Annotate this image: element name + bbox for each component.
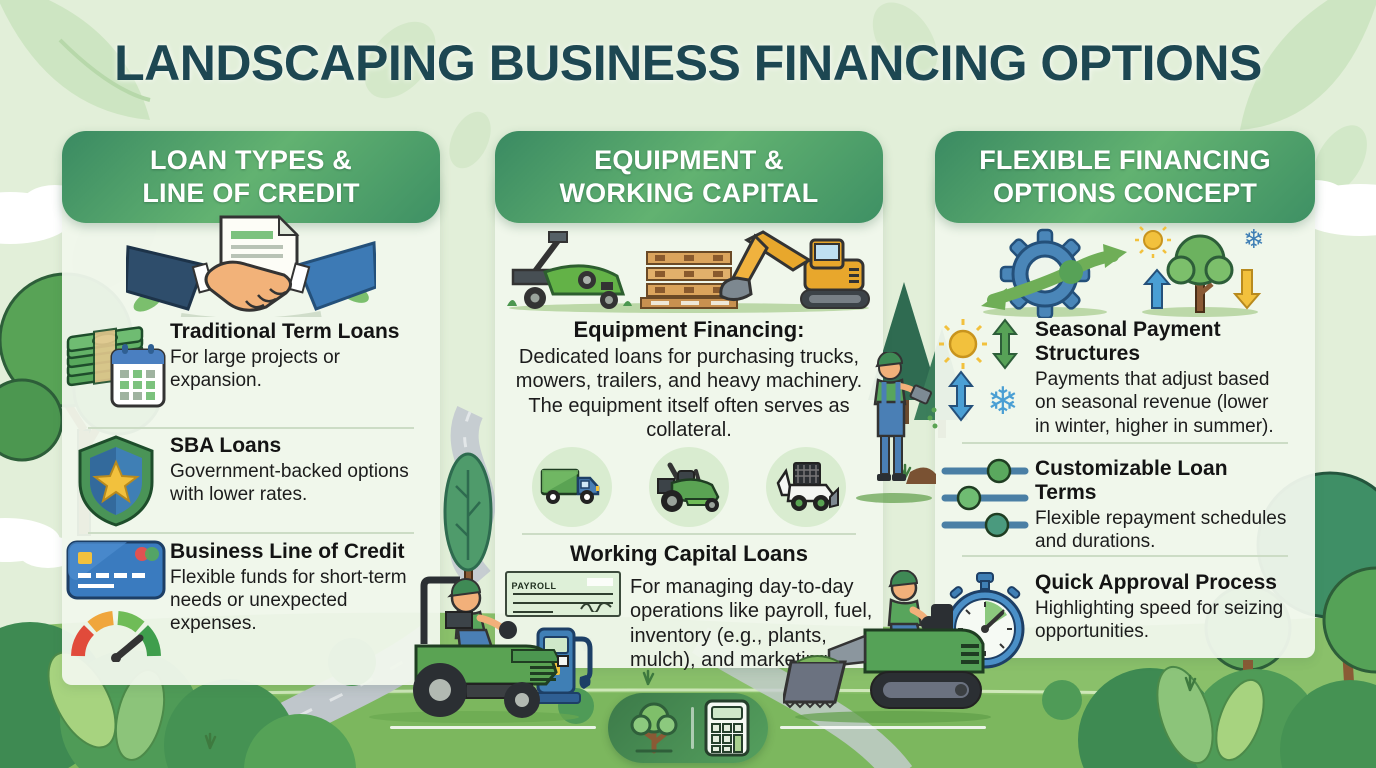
sun-icon (1135, 226, 1171, 258)
divider (522, 533, 856, 535)
item-desc: Government-backed options with lower rat… (170, 461, 409, 506)
footer-badge (608, 693, 768, 763)
header-line: OPTIONS CONCEPT (992, 178, 1258, 208)
item-business-line-of-credit: Business Line of Credit Flexible funds f… (62, 540, 440, 662)
pallet-stack (640, 251, 738, 309)
section-desc: For managing day-to-day operations like … (630, 576, 873, 672)
item-seasonal-payment: ❄ Seasonal Payment Structures Payments t… (935, 318, 1315, 438)
credit-card-gauge-icon (62, 540, 170, 662)
section-title: Working Capital Loans (570, 541, 808, 566)
rider-mower-worker-illustration (369, 576, 579, 723)
track-loader-worker-illustration (783, 570, 991, 723)
equipment-header: EQUIPMENT & WORKING CAPITAL (495, 131, 883, 223)
loan-types-header: LOAN TYPES & LINE OF CREDIT (62, 131, 440, 223)
gear-arrows-seasonal-tree-icon: ❄ (981, 226, 1265, 318)
credit-card-icon (66, 540, 166, 600)
divider (961, 555, 1289, 557)
mower-pallet-excavator-icon (507, 230, 870, 313)
check-line (512, 602, 613, 604)
item-desc: For large projects or expansion. (170, 347, 341, 392)
truck-icon (532, 447, 612, 527)
sun-snowflake-arrows-icon: ❄ (935, 318, 1035, 438)
up-arrow-icon (1142, 268, 1172, 309)
gauge-icon (71, 611, 161, 662)
calculator-icon (704, 699, 749, 757)
divider (88, 427, 414, 429)
sliders-icon (935, 457, 1035, 554)
tree-icon (1166, 234, 1234, 313)
shield-star-icon (62, 434, 170, 528)
tree-icon (630, 702, 677, 754)
divider (88, 532, 414, 534)
header-line: EQUIPMENT & (594, 145, 784, 176)
cash-stack-calendar-icon (62, 320, 170, 412)
item-title: Quick Approval Process (1035, 571, 1277, 594)
item-desc: Payments that adjust based on seasonal r… (1035, 369, 1274, 437)
skid-steer-icon (766, 447, 846, 527)
cycle-arrow-icon (981, 244, 1127, 310)
flexible-header: FLEXIBLE FINANCING OPTIONS CONCEPT (935, 131, 1315, 223)
payroll-check-icon: PAYROLL (504, 571, 621, 617)
item-title: Customizable Loan Terms (1035, 457, 1228, 505)
footer-icon-divider (690, 707, 694, 749)
bushes-right (558, 665, 1376, 768)
item-traditional-term-loans: Traditional Term Loans For large project… (62, 320, 440, 412)
excavator (719, 230, 870, 309)
working-capital-block: PAYROLL (495, 571, 883, 709)
header-line: FLEXIBLE FINANCING (979, 145, 1271, 176)
header-line: LINE OF CREDIT (142, 178, 360, 208)
divider (961, 442, 1289, 444)
header-line: WORKING CAPITAL (559, 178, 819, 208)
header-line: LOAN TYPES & (150, 145, 352, 176)
section-title: Equipment Financing: (573, 317, 805, 342)
svg-text:❄: ❄ (987, 379, 1019, 422)
item-title: Seasonal Payment Structures (1035, 318, 1221, 366)
section-desc: Dedicated loans for purchasing trucks, m… (515, 346, 863, 442)
item-title: Business Line of Credit (170, 540, 405, 563)
equipment-icons-row (495, 447, 883, 527)
check-blank-field (586, 578, 613, 586)
page-title: LANDSCAPING BUSINESS FINANCING OPTIONS (114, 35, 1262, 91)
item-sba-loans: SBA Loans Government-backed options with… (62, 434, 440, 528)
zero-turn-mower-icon (649, 447, 729, 527)
push-mower (507, 231, 632, 309)
item-title: Traditional Term Loans (170, 320, 400, 343)
down-arrow-icon (1232, 269, 1262, 310)
item-desc: Flexible repayment schedules and duratio… (1035, 508, 1287, 553)
handshake-agreement-icon (126, 214, 376, 317)
snowflake-icon: ❄ (1243, 226, 1265, 255)
footer-divider-line (390, 726, 596, 729)
item-desc: Highlighting speed for seizing opportuni… (1035, 598, 1284, 643)
item-desc: Flexible funds for short-term needs or u… (170, 567, 407, 635)
check-line (512, 593, 613, 595)
item-title: SBA Loans (170, 434, 282, 457)
payroll-label: PAYROLL (511, 581, 557, 591)
footer-divider-line (780, 726, 986, 729)
check-line (512, 611, 553, 613)
signature-squiggle (579, 602, 612, 612)
item-customizable-loan-terms: Customizable Loan Terms Flexible repayme… (935, 457, 1315, 554)
watering-worker-illustration (856, 352, 938, 503)
